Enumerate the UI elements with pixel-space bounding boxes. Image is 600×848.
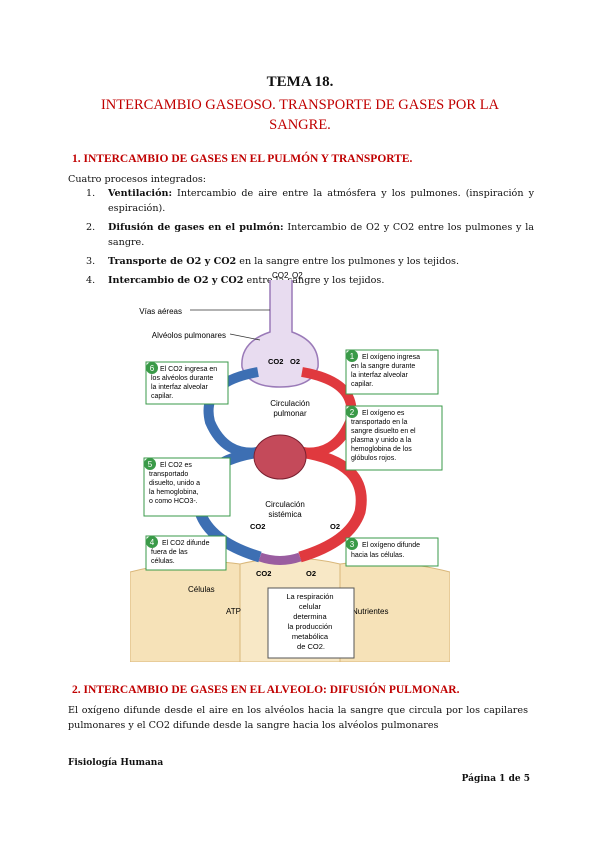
label-o2: O2 xyxy=(290,357,300,366)
section-2-text: El oxígeno difunde desde el aire en los … xyxy=(68,705,528,731)
cell-shape xyxy=(130,561,241,662)
list-number: 3. xyxy=(86,256,96,267)
svg-text:2: 2 xyxy=(350,408,355,417)
list-term: Difusión de gases en el pulmón: xyxy=(108,222,284,233)
page-subtitle: INTERCAMBIO GASEOSO. TRANSPORTE DE GASES… xyxy=(0,95,600,135)
list-text: entre la sangre y los tejidos. xyxy=(243,275,385,286)
label-o2: O2 xyxy=(330,522,340,531)
svg-text:6: 6 xyxy=(150,364,155,373)
list-number: 2. xyxy=(86,222,96,233)
process-list: 1. Ventilación: Intercambio de aire entre… xyxy=(86,186,534,292)
label-circ-sist: Circulación xyxy=(265,500,305,509)
label-celulas: Células xyxy=(188,585,215,594)
airway-icon xyxy=(241,280,319,388)
label-co2: CO2 xyxy=(250,522,265,531)
list-item: 2. Difusión de gases en el pulmón: Interc… xyxy=(86,220,534,250)
pulmonary-artery-red xyxy=(299,367,357,458)
section-1-heading: 1. INTERCAMBIO DE GASES EN EL PULMÓN Y T… xyxy=(72,153,413,165)
section-1-intro: Cuatro procesos integrados: xyxy=(68,174,207,185)
svg-text:3: 3 xyxy=(350,540,355,549)
list-text: en la sangre entre los pulmones y los te… xyxy=(236,256,459,267)
subtitle-text: INTERCAMBIO GASEOSO. TRANSPORTE DE GASES… xyxy=(100,97,500,133)
label-vias: Vías aéreas xyxy=(139,307,182,316)
capillary xyxy=(258,552,302,565)
footer-left: Fisiología Humana xyxy=(68,758,164,768)
label-o2: O2 xyxy=(306,569,316,578)
footer-page-number: Página 1 de 5 xyxy=(461,774,530,784)
list-item: 4. Intercambio de O2 y CO2 entre la sangr… xyxy=(86,273,534,288)
resp-text: La respiración celular determina la prod… xyxy=(286,592,335,651)
list-number: 4. xyxy=(86,275,96,286)
label-circ-sist: sistémica xyxy=(268,510,302,519)
label-co2-top: CO2 xyxy=(272,272,289,280)
svg-text:1: 1 xyxy=(350,352,355,361)
list-item: 3. Transporte de O2 y CO2 en la sangre en… xyxy=(86,254,534,269)
list-term: Ventilación: xyxy=(108,188,172,199)
resp-box xyxy=(267,587,355,659)
page-title: TEMA 18. xyxy=(266,74,334,90)
svg-text:4: 4 xyxy=(150,538,155,547)
list-number: 1. xyxy=(86,188,96,199)
heart-icon xyxy=(253,434,307,480)
list-text: Intercambio de O2 y CO2 entre los pulmon… xyxy=(108,222,534,248)
label-atp: ATP xyxy=(226,607,241,616)
label-circ-pulm: Circulación xyxy=(270,399,310,408)
list-term: Intercambio de O2 y CO2 xyxy=(108,275,244,286)
label-co2: CO2 xyxy=(268,357,283,366)
label-alveolos: Alvéolos pulmonares xyxy=(152,331,226,340)
list-term: Transporte de O2 y CO2 xyxy=(108,256,237,267)
list-item: 1. Ventilación: Intercambio de aire entre… xyxy=(86,186,534,216)
svg-text:5: 5 xyxy=(148,460,153,469)
systemic-red xyxy=(298,446,367,563)
label-nutrientes: Nutrientes xyxy=(352,607,388,616)
label-co2: CO2 xyxy=(256,569,271,578)
list-text: Intercambio de aire entre la atmósfera y… xyxy=(108,188,534,214)
label-o2-top: O2 xyxy=(292,272,303,280)
label-circ-pulm: pulmonar xyxy=(273,409,307,418)
section-2-heading: 2. INTERCAMBIO DE GASES EN EL ALVEOLO: D… xyxy=(72,684,460,696)
gas-exchange-diagram: CO2 O2 Vías aéreas Alvéolos pulmonares C… xyxy=(130,272,450,662)
